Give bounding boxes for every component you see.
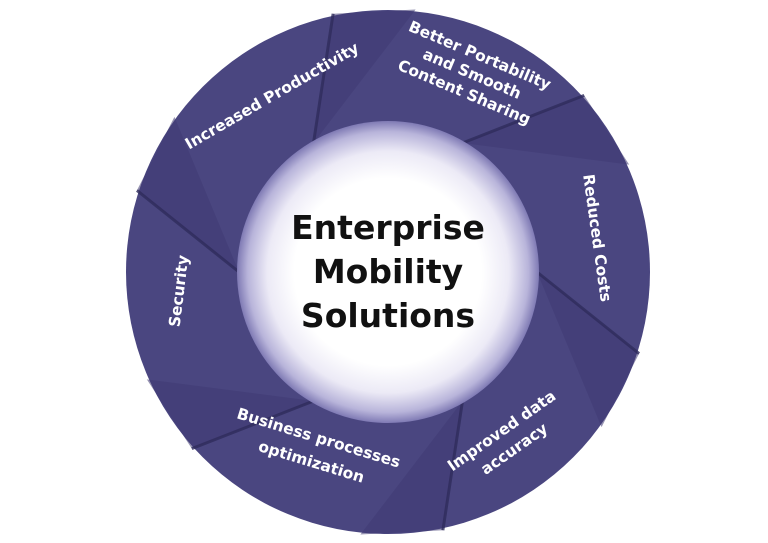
segment-divider bbox=[135, 189, 240, 274]
center-title-line: Solutions bbox=[301, 296, 475, 335]
segment-divider bbox=[461, 93, 585, 145]
segment-shade bbox=[537, 272, 640, 428]
segment-divider bbox=[441, 400, 464, 531]
segment-shade bbox=[462, 95, 630, 165]
center-title-line: Enterprise bbox=[291, 208, 485, 247]
segment-shade bbox=[360, 401, 463, 535]
center-title-line: Mobility bbox=[313, 252, 463, 291]
segment-shade bbox=[313, 9, 416, 143]
segment-divider bbox=[312, 13, 335, 144]
segment-shade bbox=[146, 379, 314, 449]
segment-shade bbox=[136, 116, 239, 272]
center-circle bbox=[237, 121, 539, 423]
segment-divider bbox=[536, 270, 641, 355]
segment-dividers bbox=[135, 9, 641, 535]
segment-divider bbox=[191, 399, 315, 451]
